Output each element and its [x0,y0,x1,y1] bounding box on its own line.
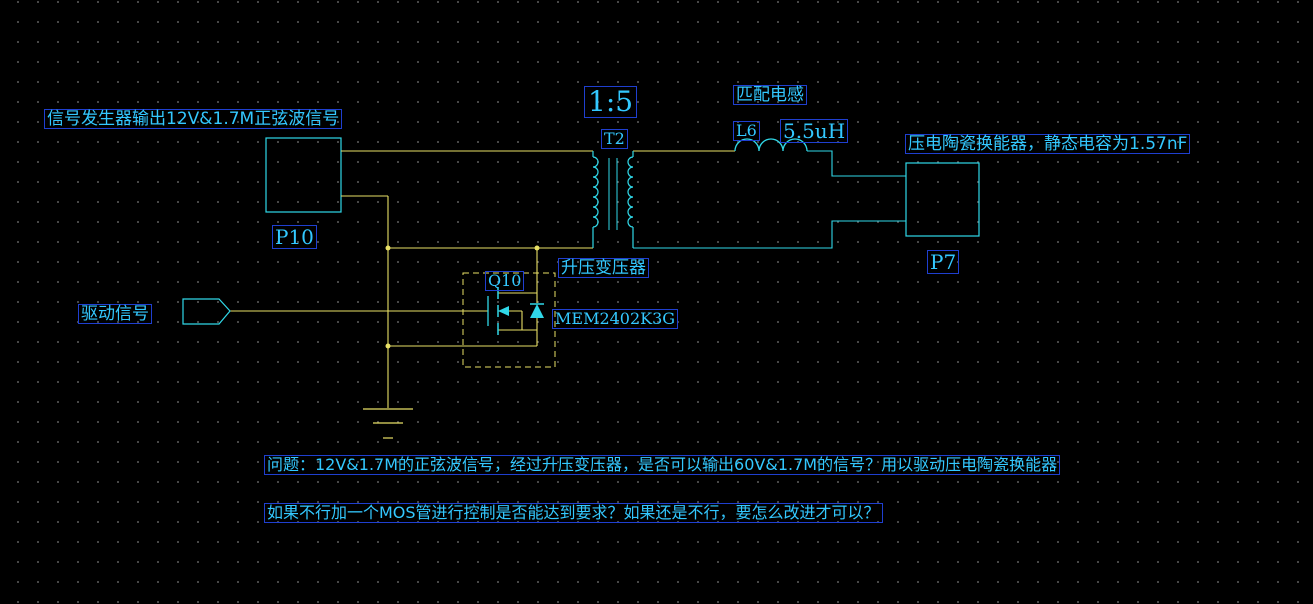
inductor-note-label: 匹配电感 [733,85,807,105]
l6-designator: L6 [733,121,760,141]
inductance-value: 5.5uH [780,119,849,143]
q10-designator: Q10 [485,271,525,291]
junction-dots [385,245,540,349]
generator-note-label: 信号发生器输出12V&1.7M正弦波信号 [44,109,343,129]
wire-secondary-return [633,220,906,249]
mosfet-outline [462,272,556,368]
mosfet-q10[interactable] [462,272,556,368]
mosfet-part-number: MEM2402K3G [552,309,679,329]
drive-signal-label: 驱动信号 [78,304,152,324]
p10-connector[interactable] [265,137,342,213]
p7-designator: P7 [927,250,960,274]
wire-inductor-to-p7 [807,150,906,177]
drive-port-symbol[interactable] [182,298,231,325]
inductor-l6[interactable] [734,138,808,152]
transformer-t2[interactable] [592,151,634,248]
transducer-note-label: 压电陶瓷换能器，静态电容为1.57nF [905,134,1191,154]
turns-ratio-label: 1:5 [584,86,638,118]
ground-symbol [363,408,413,439]
wires-yellow [230,150,735,408]
body-diode [530,304,544,318]
transformer-note-label: 升压变压器 [558,258,649,278]
t2-designator: T2 [601,129,628,149]
question-2-text: 如果不行加一个MOS管进行控制是否能达到要求？如果还是不行，要怎么改进才可以？ [264,503,883,523]
junction-dot [534,245,540,251]
junction-dot [385,245,391,251]
p7-connector[interactable] [905,162,980,237]
junction-dot [385,343,391,349]
p10-designator: P10 [272,225,317,249]
wires-cyan [633,150,906,249]
question-1-text: 问题：12V&1.7M的正弦波信号，经过升压变压器，是否可以输出60V&1.7M… [264,455,1061,475]
